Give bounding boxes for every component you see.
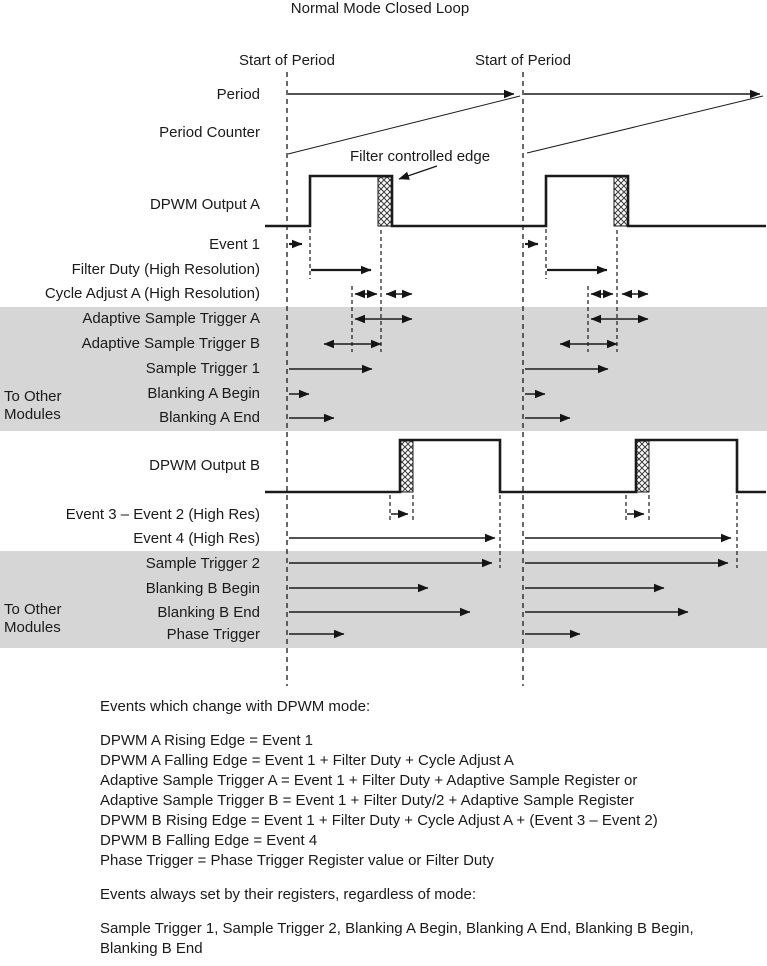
notes-block: Events which change with DPWM mode: DPWM… (100, 697, 734, 959)
event-4-arrows (289, 495, 738, 568)
row-label-event-1: Event 1 (209, 236, 260, 253)
to-other-modules-band-a (0, 307, 767, 431)
row-label-blanking-b-end: Blanking B End (157, 604, 260, 621)
row-label-sample-trigger-1: Sample Trigger 1 (146, 360, 260, 377)
dpwm-b-filter-edge-hatch-1 (399, 440, 414, 493)
start-of-period-label-1: Start of Period (239, 52, 335, 69)
notes-gap (100, 905, 734, 919)
notes-register-events: Sample Trigger 1, Sample Trigger 2, Blan… (100, 920, 694, 957)
notes-heading-registers: Events always set by their registers, re… (100, 886, 476, 903)
row-label-blanking-a-begin: Blanking A Begin (147, 385, 260, 402)
filter-controlled-edge-label: Filter controlled edge (350, 148, 490, 165)
notes-gap (100, 717, 734, 731)
timing-diagram: Normal Mode Closed Loop Start of Period … (0, 0, 767, 686)
dpwm-a-filter-edge-hatch-1 (377, 176, 393, 227)
row-label-period-counter: Period Counter (159, 124, 260, 141)
row-label-period: Period (217, 86, 260, 103)
event-3-minus-event-2-markers (389, 495, 650, 521)
to-other-modules-band-b (0, 551, 767, 648)
row-label-event-3-minus-event-2: Event 3 – Event 2 (High Res) (66, 506, 260, 523)
row-label-dpwm-output-a: DPWM Output A (150, 196, 260, 213)
period-counter-ramps (287, 95, 764, 155)
row-label-cycle-adjust-a: Cycle Adjust A (High Resolution) (45, 285, 260, 302)
row-label-blanking-a-end: Blanking A End (159, 409, 260, 426)
note-line-adaptive-trigger-b: Adaptive Sample Trigger B = Event 1 + Fi… (100, 792, 635, 809)
to-other-modules-label-b: To Other Modules (4, 601, 66, 636)
row-label-event-4: Event 4 (High Res) (133, 530, 260, 547)
dpwm-a-waveform (265, 174, 766, 228)
note-line-phase-trigger: Phase Trigger = Phase Trigger Register v… (100, 852, 494, 869)
notes-gap (100, 871, 734, 885)
row-label-adaptive-sample-trigger-b: Adaptive Sample Trigger B (82, 335, 260, 352)
cycle-adjust-a-arrows (351, 230, 649, 352)
diagram-title: Normal Mode Closed Loop (291, 0, 469, 17)
note-line-adaptive-trigger-a: Adaptive Sample Trigger A = Event 1 + Fi… (100, 772, 638, 789)
row-label-dpwm-output-b: DPWM Output B (149, 457, 260, 474)
dpwm-b-filter-edge-hatch-2 (635, 440, 650, 493)
event-1-markers (289, 229, 547, 279)
notes-heading-mode: Events which change with DPWM mode: (100, 698, 371, 715)
note-line-dpwm-a-falling: DPWM A Falling Edge = Event 1 + Filter D… (100, 752, 514, 769)
filter-controlled-edge-arrow (398, 165, 438, 180)
note-line-dpwm-b-falling: DPWM B Falling Edge = Event 4 (100, 832, 318, 849)
row-label-blanking-b-begin: Blanking B Begin (146, 580, 260, 597)
note-line-dpwm-b-rising: DPWM B Rising Edge = Event 1 + Filter Du… (100, 812, 658, 829)
row-label-filter-duty: Filter Duty (High Resolution) (72, 261, 260, 278)
note-line-dpwm-a-rising: DPWM A Rising Edge = Event 1 (100, 732, 314, 749)
dpwm-b-waveform (265, 438, 766, 494)
row-label-phase-trigger: Phase Trigger (167, 626, 260, 643)
start-of-period-label-2: Start of Period (475, 52, 571, 69)
row-label-sample-trigger-2: Sample Trigger 2 (146, 555, 260, 572)
to-other-modules-label-a: To Other Modules (4, 388, 66, 423)
row-label-adaptive-sample-trigger-a: Adaptive Sample Trigger A (82, 310, 260, 327)
dpwm-a-filter-edge-hatch-2 (613, 176, 629, 227)
